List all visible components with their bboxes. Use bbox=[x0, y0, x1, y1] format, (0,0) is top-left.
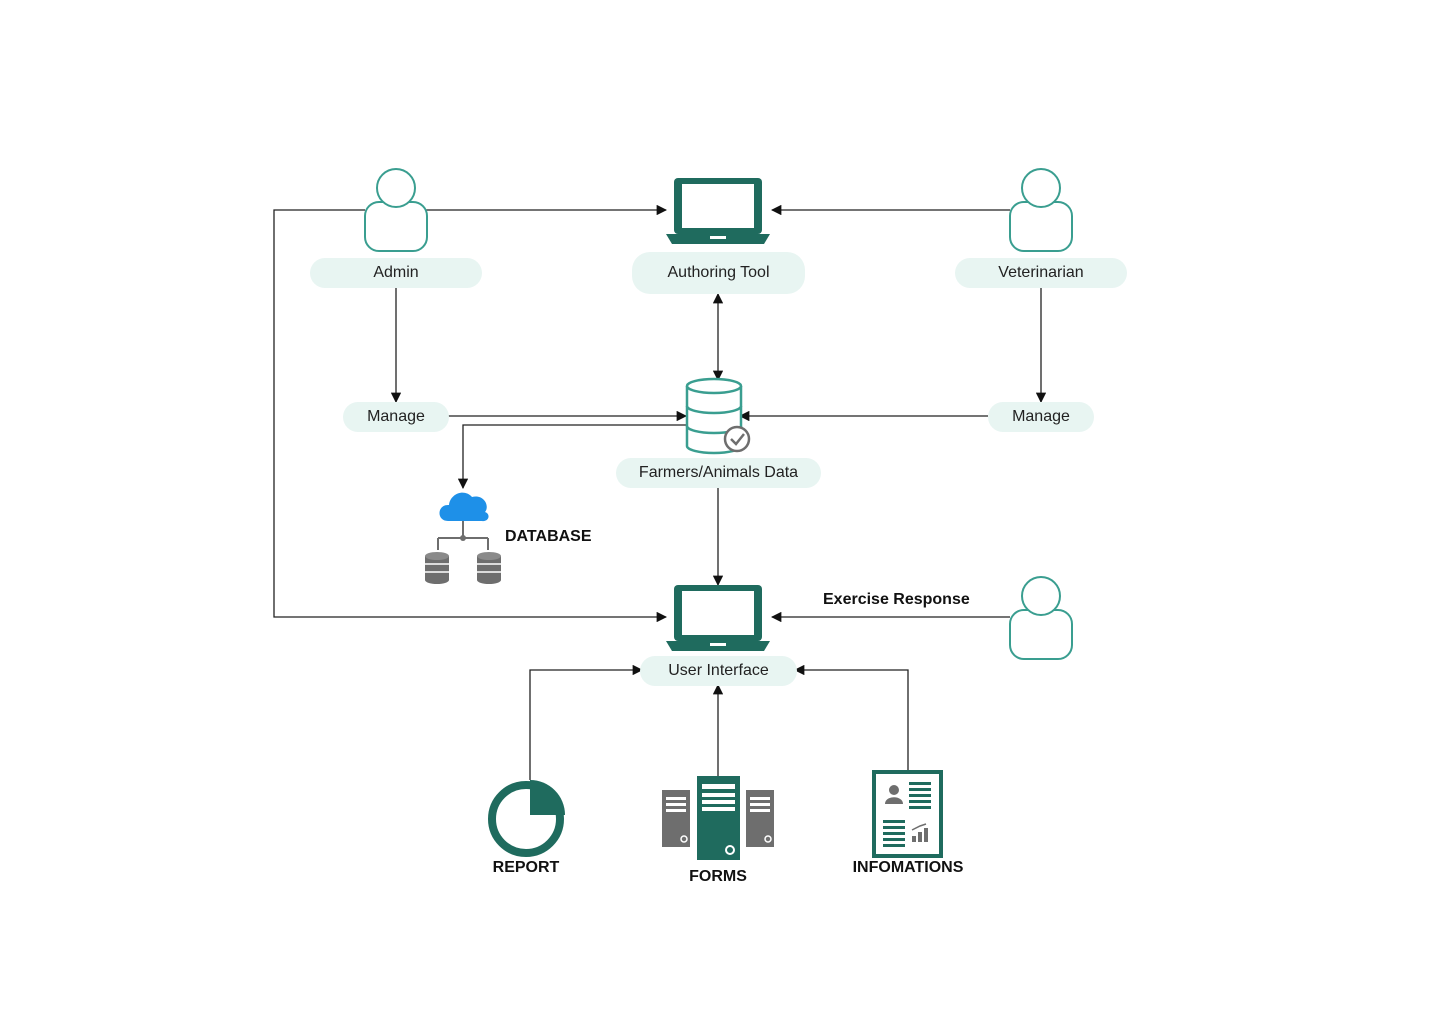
laptop-icon bbox=[666, 178, 770, 244]
admin-node-label[interactable]: Admin bbox=[310, 258, 482, 288]
user-icon bbox=[364, 168, 428, 252]
database-check-icon bbox=[685, 377, 751, 455]
farmers-animals-data-node-label[interactable]: Farmers/Animals Data bbox=[616, 458, 821, 488]
edge-info-to-ui bbox=[793, 664, 909, 770]
manage-right-node-label[interactable]: Manage bbox=[988, 402, 1094, 432]
connectors bbox=[273, 204, 1047, 780]
server-icon bbox=[662, 776, 774, 860]
manage-left-node-label[interactable]: Manage bbox=[343, 402, 449, 432]
database-label: DATABASE bbox=[505, 528, 592, 545]
edge-admin-to-ui bbox=[273, 209, 668, 623]
edge-data-to-database bbox=[457, 424, 686, 490]
veterinarian-node-label[interactable]: Veterinarian bbox=[955, 258, 1127, 288]
exercise-response-label: Exercise Response bbox=[823, 591, 970, 608]
user-icon bbox=[1009, 168, 1073, 252]
cloud-database-icon bbox=[425, 492, 501, 584]
user-icon bbox=[1009, 576, 1073, 660]
edge-report-to-ui bbox=[529, 664, 644, 780]
forms-label: FORMS bbox=[689, 868, 747, 885]
laptop-icon bbox=[666, 585, 770, 651]
pie-chart-icon bbox=[488, 780, 565, 857]
informations-label: INFOMATIONS bbox=[852, 859, 964, 876]
user-interface-node-label[interactable]: User Interface bbox=[640, 656, 797, 686]
document-icon bbox=[872, 770, 943, 858]
report-label: REPORT bbox=[492, 859, 560, 876]
authoring-tool-node-label[interactable]: Authoring Tool bbox=[632, 252, 805, 294]
